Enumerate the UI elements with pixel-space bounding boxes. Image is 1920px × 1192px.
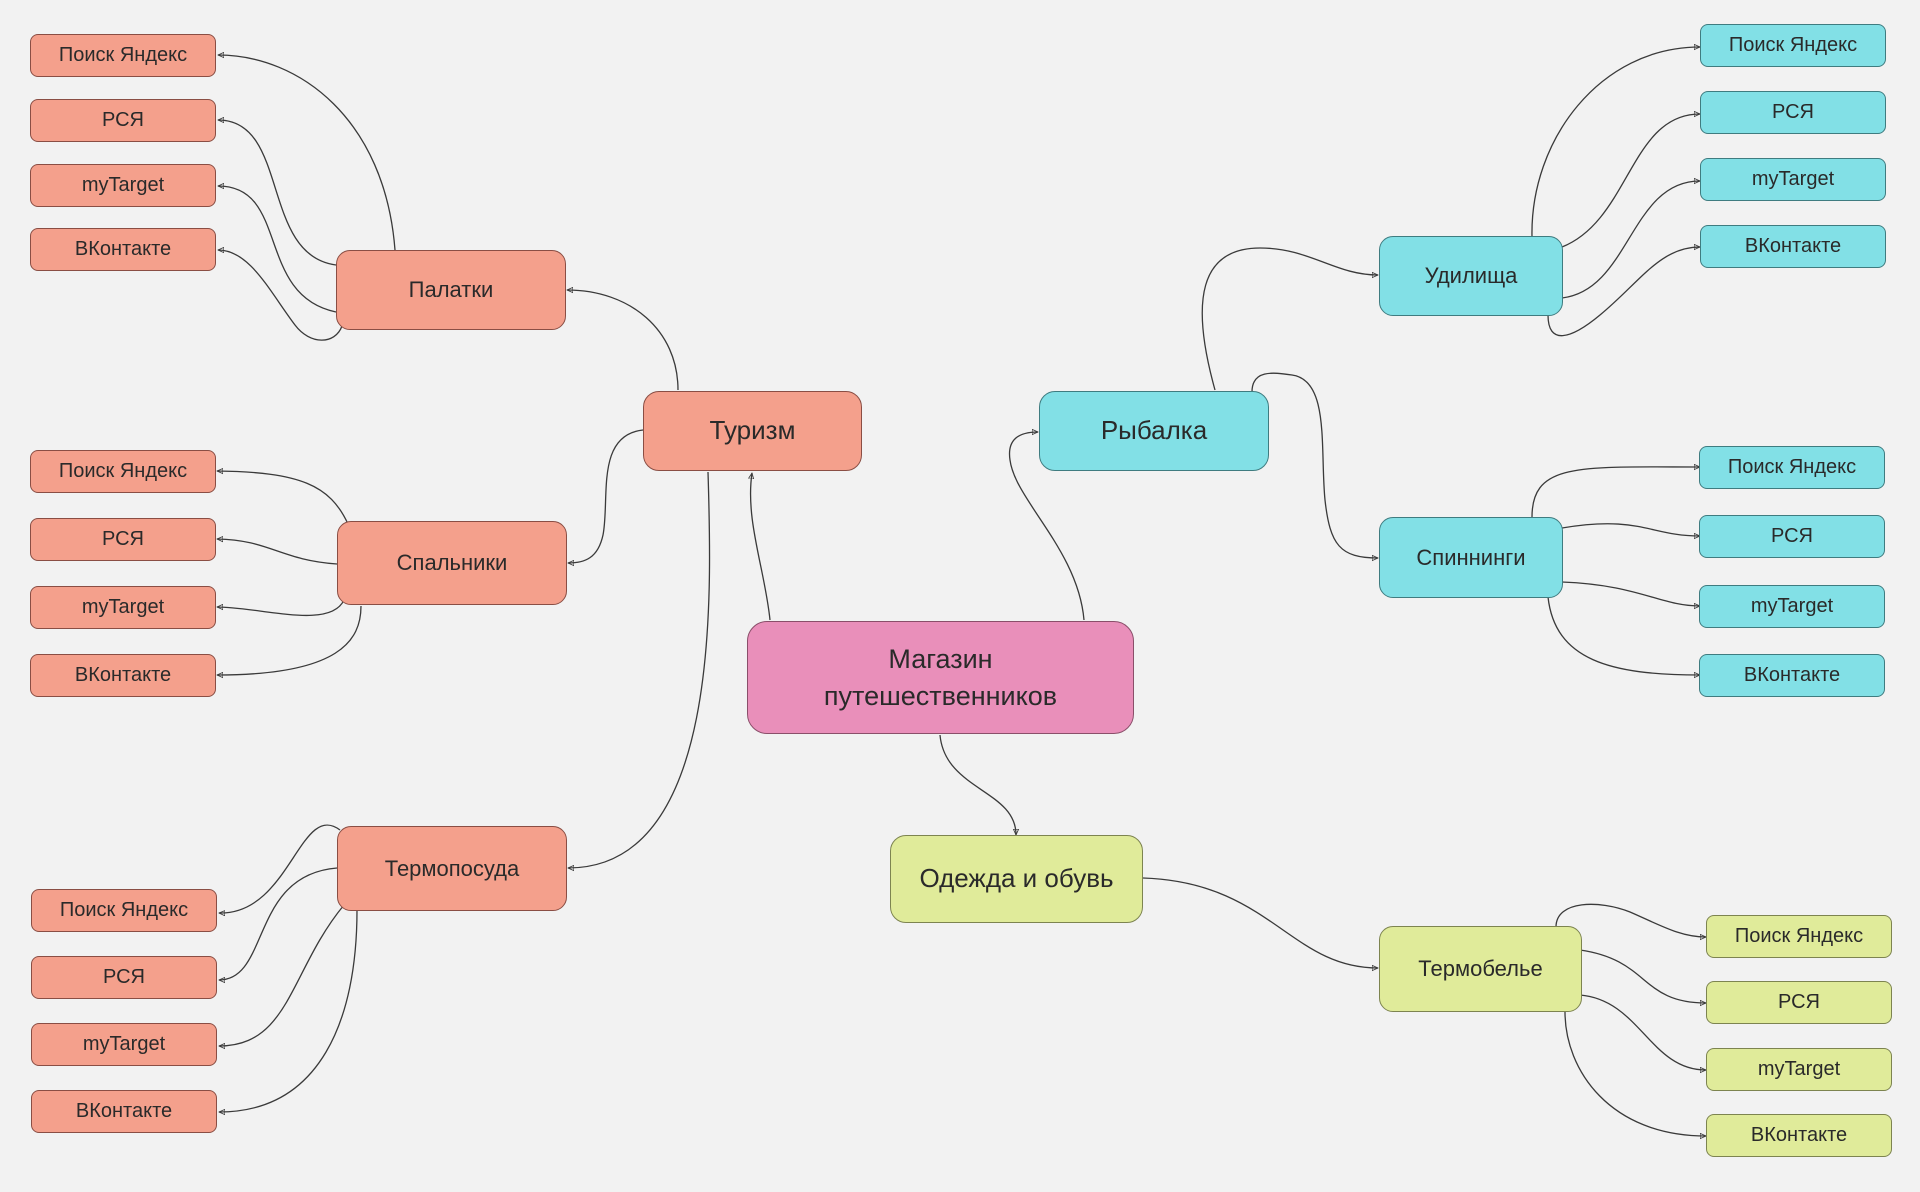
leaf-rods-rsya[interactable]: РСЯ: [1700, 91, 1886, 134]
link-thermal-leaf-1: [1555, 903, 1706, 937]
link-sleeping-leaf-1: [217, 471, 349, 525]
link-root-fishing: [1008, 432, 1085, 621]
link-tents-leaf-3: [218, 186, 337, 313]
leaf-spinning-yandex-search[interactable]: Поиск Яндекс: [1699, 446, 1885, 489]
leaf-rods-mytarget[interactable]: myTarget: [1700, 158, 1886, 201]
link-fishing-spinning: [1251, 372, 1378, 558]
link-tourism-tents: [567, 290, 679, 391]
link-fishing-rods: [1201, 247, 1378, 391]
sub-sleeping-bags[interactable]: Спальники: [337, 521, 567, 605]
sub-thermos[interactable]: Термопосуда: [337, 826, 567, 911]
link-tents-leaf-2: [218, 120, 337, 266]
leaf-thermal-mytarget[interactable]: myTarget: [1706, 1048, 1892, 1091]
branch-tourism[interactable]: Туризм: [643, 391, 862, 471]
link-root-clothing: [939, 734, 1016, 835]
leaf-thermal-rsya[interactable]: РСЯ: [1706, 981, 1892, 1024]
root-node[interactable]: Магазин путешественников: [747, 621, 1134, 734]
sub-thermal-underwear[interactable]: Термобелье: [1379, 926, 1582, 1012]
leaf-tents-mytarget[interactable]: myTarget: [30, 164, 216, 207]
leaf-sleeping-mytarget[interactable]: myTarget: [30, 586, 216, 629]
branch-fishing[interactable]: Рыбалка: [1039, 391, 1269, 471]
leaf-sleeping-yandex-search[interactable]: Поиск Яндекс: [30, 450, 216, 493]
link-rods-leaf-2: [1561, 114, 1700, 248]
link-clothing-thermal: [1142, 877, 1378, 968]
leaf-tents-vkontakte[interactable]: ВКонтакте: [30, 228, 216, 271]
link-tourism-sleeping: [568, 429, 644, 563]
sub-rods[interactable]: Удилища: [1379, 236, 1563, 316]
leaf-spinning-rsya[interactable]: РСЯ: [1699, 515, 1885, 558]
leaf-thermal-vkontakte[interactable]: ВКонтакте: [1706, 1114, 1892, 1157]
leaf-sleeping-vkontakte[interactable]: ВКонтакте: [30, 654, 216, 697]
leaf-thermos-rsya[interactable]: РСЯ: [31, 956, 217, 999]
link-tourism-thermos: [568, 471, 711, 868]
leaf-tents-yandex-search[interactable]: Поиск Яндекс: [30, 34, 216, 77]
link-thermal-leaf-3: [1579, 994, 1706, 1070]
leaf-rods-yandex-search[interactable]: Поиск Яндекс: [1700, 24, 1886, 67]
leaf-rods-vkontakte[interactable]: ВКонтакте: [1700, 225, 1886, 268]
link-thermos-leaf-2: [219, 867, 338, 980]
link-sleeping-leaf-3: [217, 599, 345, 617]
link-thermos-leaf-4: [219, 909, 358, 1112]
link-tents-leaf-1: [218, 55, 396, 251]
link-rods-leaf-3: [1561, 181, 1700, 299]
link-sleeping-leaf-4: [217, 605, 362, 675]
link-spinning-leaf-3: [1561, 581, 1700, 606]
sub-tents[interactable]: Палатки: [336, 250, 566, 330]
link-thermos-leaf-1: [219, 824, 341, 913]
link-rods-leaf-1: [1531, 47, 1700, 238]
link-thermal-leaf-2: [1579, 949, 1706, 1003]
link-thermos-leaf-3: [219, 904, 345, 1046]
leaf-spinning-mytarget[interactable]: myTarget: [1699, 585, 1885, 628]
leaf-thermos-vkontakte[interactable]: ВКонтакте: [31, 1090, 217, 1133]
link-thermal-leaf-4: [1564, 1011, 1706, 1136]
sub-spinning[interactable]: Спиннинги: [1379, 517, 1563, 598]
leaf-thermal-yandex-search[interactable]: Поиск Яндекс: [1706, 915, 1892, 958]
link-rods-leaf-4: [1547, 247, 1700, 337]
link-spinning-leaf-2: [1561, 523, 1700, 536]
leaf-spinning-vkontakte[interactable]: ВКонтакте: [1699, 654, 1885, 697]
leaf-sleeping-rsya[interactable]: РСЯ: [30, 518, 216, 561]
link-sleeping-leaf-2: [217, 539, 338, 565]
link-tents-leaf-4: [218, 250, 343, 341]
leaf-thermos-yandex-search[interactable]: Поиск Яндекс: [31, 889, 217, 932]
branch-clothing[interactable]: Одежда и обувь: [890, 835, 1143, 923]
link-root-tourism: [751, 473, 771, 621]
link-spinning-leaf-4: [1547, 596, 1700, 675]
link-spinning-leaf-1: [1531, 467, 1700, 518]
leaf-tents-rsya[interactable]: РСЯ: [30, 99, 216, 142]
leaf-thermos-mytarget[interactable]: myTarget: [31, 1023, 217, 1066]
